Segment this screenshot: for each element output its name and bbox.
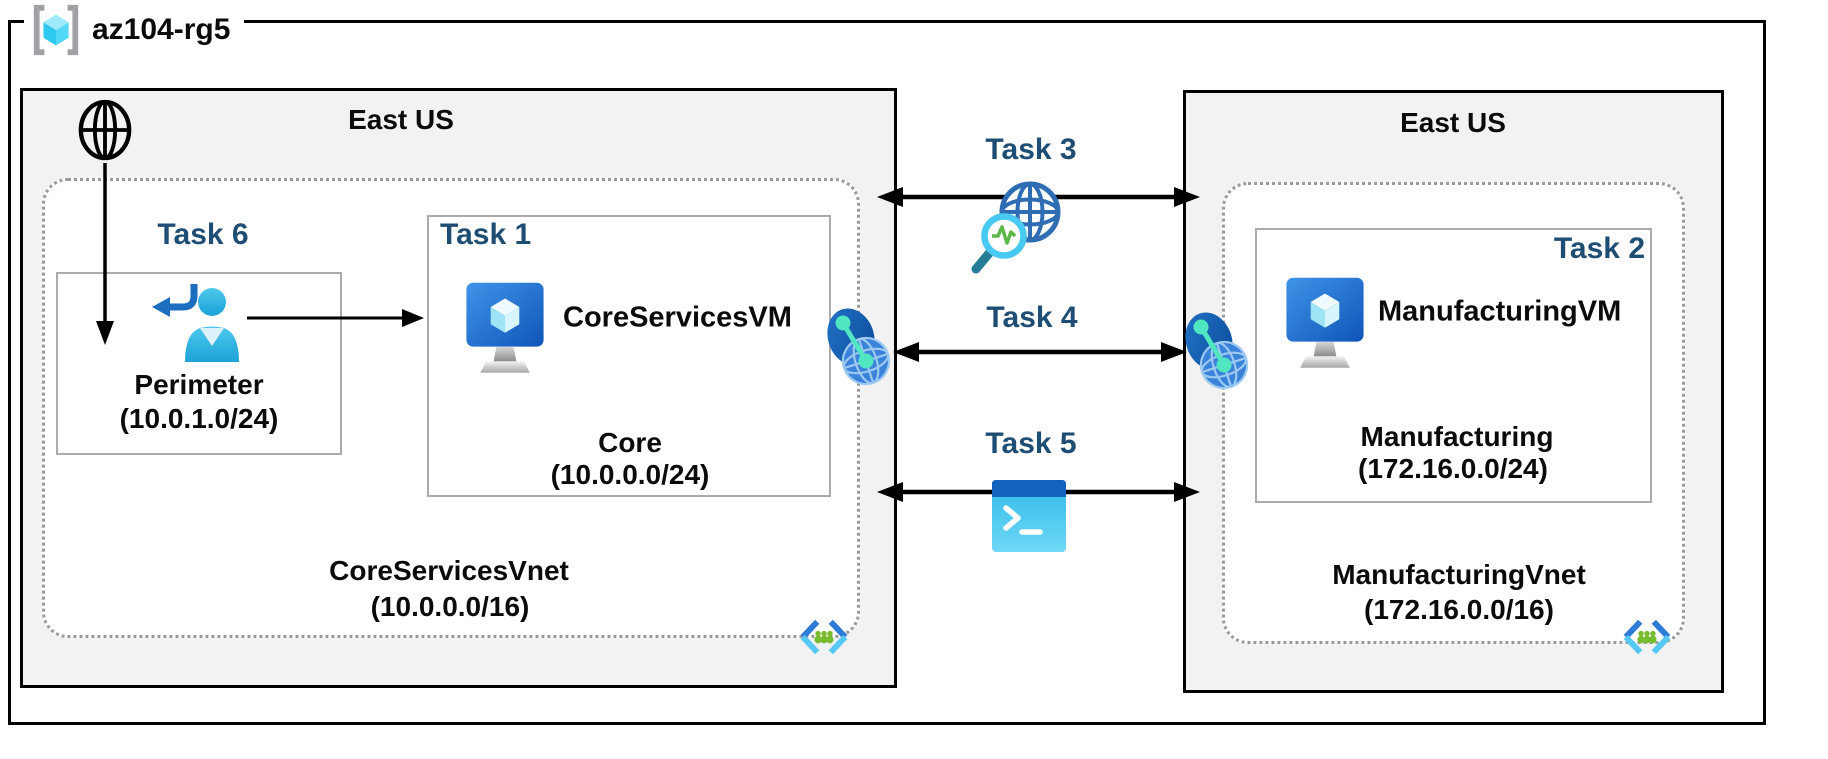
perimeter-subnet-name: Perimeter <box>134 369 264 400</box>
manufacturing-subnet-cidr: (172.16.0.0/24) <box>1358 453 1548 484</box>
perimeter-subnet-cidr: (10.0.1.0/24) <box>119 403 279 434</box>
task4-label: Task 4 <box>986 301 1078 334</box>
task5-label: Task 5 <box>985 427 1077 460</box>
resource-group-icon <box>28 1 84 59</box>
core-subnet-name: Core <box>598 427 662 458</box>
task2-label: Task 2 <box>1553 232 1645 265</box>
task3-label: Task 3 <box>985 133 1077 166</box>
region-location-left: East US <box>348 104 454 135</box>
resource-group-chip: az104-rg5 <box>24 0 245 60</box>
vnet-name-left: CoreServicesVnet <box>329 555 569 586</box>
vm-name-core: CoreServicesVM <box>563 301 792 334</box>
core-subnet-cidr: (10.0.0.0/24) <box>550 459 710 490</box>
vm-name-manufacturing: ManufacturingVM <box>1378 295 1622 328</box>
resource-group-label: az104-rg5 <box>92 13 231 46</box>
task1-label: Task 1 <box>440 218 532 251</box>
vnet-cidr-right: (172.16.0.0/16) <box>1364 594 1554 625</box>
vnet-cidr-left: (10.0.0.0/16) <box>370 591 530 622</box>
manufacturing-subnet-name: Manufacturing <box>1360 421 1554 452</box>
vnet-name-right: ManufacturingVnet <box>1332 559 1586 590</box>
region-location-right: East US <box>1400 107 1506 138</box>
task6-label: Task 6 <box>157 218 249 251</box>
